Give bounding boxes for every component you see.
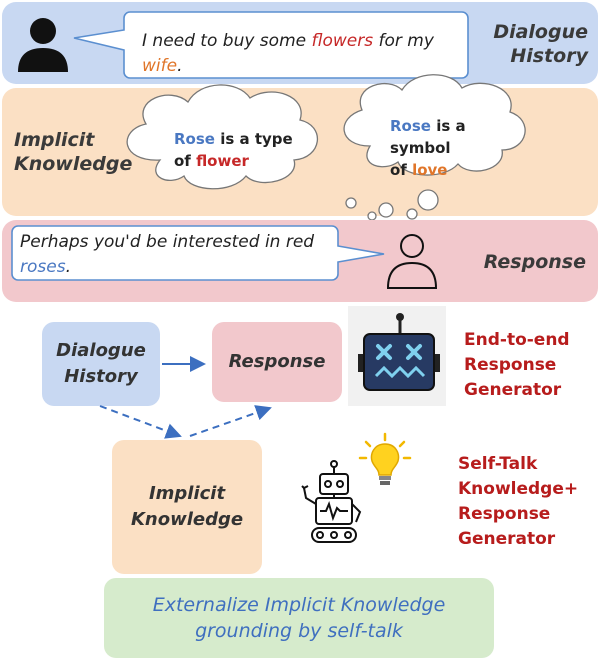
broken-robot-icon bbox=[358, 313, 440, 391]
speech-bubble-top bbox=[73, 11, 469, 79]
response-title: Response bbox=[483, 251, 586, 273]
speech-bubble-response bbox=[11, 225, 385, 281]
cloud-knowledge-2: Rose is a symbol of love bbox=[390, 117, 466, 179]
response-utterance: Perhaps you'd be interested in red roses… bbox=[20, 232, 315, 277]
thought-cloud-icon bbox=[126, 74, 526, 221]
dialogue-utterance: I need to buy some flowers for my wife. bbox=[142, 31, 434, 76]
robot-icon bbox=[301, 460, 362, 543]
user-outline-icon bbox=[386, 234, 438, 289]
box-response: Response bbox=[212, 322, 342, 402]
lightbulb-icon bbox=[358, 432, 412, 485]
cloud-knowledge-1: Rose is a type of flower bbox=[174, 130, 293, 170]
user-silhouette-icon bbox=[18, 18, 68, 72]
